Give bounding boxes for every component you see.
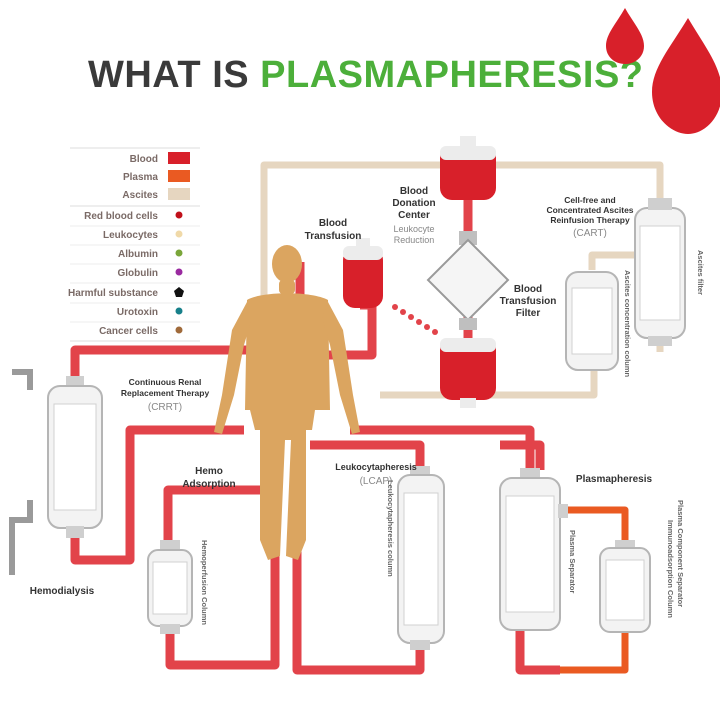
collection-bag <box>440 338 496 408</box>
ascites-concentration-column-label: Ascites concentration column <box>623 270 632 378</box>
legend-rbc-dot <box>175 211 183 219</box>
legend-harmful-label: Harmful substance <box>68 288 158 299</box>
hemo-adsorption-label: Hemo Adsorption <box>182 466 235 490</box>
legend-globulin-dot <box>175 268 183 276</box>
plasma-separator-label: Plasma Separator <box>568 530 577 593</box>
legend-leukocytes-label: Leukocytes <box>103 230 158 241</box>
svg-text:Blood: Blood <box>514 284 542 295</box>
ascites-filter-label: Ascites filter <box>696 250 705 295</box>
legend-albumin-label: Albumin <box>118 249 158 260</box>
blood-transfusion-bag <box>343 238 383 308</box>
title-part-1: WHAT IS <box>88 54 261 96</box>
crrt-column <box>47 376 103 538</box>
legend-cancer-label: Cancer cells <box>99 326 158 337</box>
plasma-separator-column <box>499 468 568 631</box>
legend-globulin-label: Globulin <box>117 268 158 279</box>
svg-text:Transfusion: Transfusion <box>500 296 557 307</box>
legend-albumin-dot <box>175 249 183 257</box>
legend-urotoxin-dot <box>175 307 183 315</box>
plasma-component-separator-label: Plasma Component Separator <box>676 500 685 607</box>
legend-ascites-swatch <box>168 188 190 200</box>
title-part-2: PLASMAPHERESIS? <box>260 54 644 96</box>
svg-text:Donation: Donation <box>392 198 435 209</box>
svg-text:Reinfusion Therapy: Reinfusion Therapy <box>550 215 630 225</box>
legend-plasma-swatch <box>168 170 190 182</box>
blood-donation-center-label: Blood Donation Center <box>392 186 435 221</box>
legend-blood-swatch <box>168 152 190 164</box>
leukocyte-reduction-label: Leukocyte Reduction <box>393 224 434 245</box>
cart-label: Cell-free and Concentrated Ascites Reinf… <box>546 195 633 239</box>
blood-drops-icon <box>606 8 720 134</box>
legend-blood-label: Blood <box>130 154 158 165</box>
legend-plasma-label: Plasma <box>123 172 158 183</box>
svg-text:Reduction: Reduction <box>394 235 435 245</box>
svg-text:(CART): (CART) <box>573 228 607 239</box>
plasmapheresis-label: Plasmapheresis <box>576 474 653 485</box>
legend-rbc-label: Red blood cells <box>84 211 158 222</box>
legend-urotoxin-label: Urotoxin <box>117 307 158 318</box>
immunoadsorption-column <box>599 540 651 633</box>
svg-text:Blood: Blood <box>400 186 428 197</box>
svg-text:Leukocytapheresis: Leukocytapheresis <box>335 462 417 472</box>
lcap-label: Leukocytapheresis (LCAP) <box>335 462 417 487</box>
svg-text:(CRRT): (CRRT) <box>148 402 182 413</box>
hemoperfusion-column <box>147 540 193 634</box>
blood-transfusion-label: Blood Transfusion <box>305 218 362 242</box>
legend-leukocytes-dot <box>175 230 183 238</box>
ascites-filter-column <box>634 198 686 346</box>
hemodialysis-label: Hemodialysis <box>30 586 95 597</box>
legend: Blood Plasma Ascites Red blood cells Leu… <box>68 147 200 342</box>
human-body-icon <box>214 245 360 560</box>
svg-text:Transfusion: Transfusion <box>305 231 362 242</box>
hemoperfusion-column-label: Hemoperfusion Column <box>200 540 209 625</box>
dotted-connector <box>392 304 438 335</box>
svg-text:Concentrated Ascites: Concentrated Ascites <box>546 205 633 215</box>
svg-text:Continuous Renal: Continuous Renal <box>129 377 202 387</box>
legend-ascites-label: Ascites <box>122 190 158 201</box>
svg-text:Filter: Filter <box>516 308 541 319</box>
plasma-circuit <box>560 506 629 674</box>
legend-harmful-pentagon-icon <box>174 287 184 297</box>
blood-transfusion-filter-icon <box>426 231 510 330</box>
svg-text:Adsorption: Adsorption <box>182 479 235 490</box>
svg-text:Blood: Blood <box>319 218 347 229</box>
immunoadsorption-column-label: Immunoadsorption Column <box>666 520 675 618</box>
ascites-concentration-column <box>565 271 619 371</box>
legend-cancer-dot <box>175 326 183 334</box>
donation-center-bag <box>440 136 496 200</box>
svg-text:Replacement Therapy: Replacement Therapy <box>121 388 210 398</box>
svg-text:Center: Center <box>398 210 430 221</box>
svg-text:Hemo: Hemo <box>195 466 223 477</box>
leukocytapheresis-column <box>397 466 445 650</box>
page-title: WHAT IS PLASMAPHERESIS? <box>0 54 720 97</box>
crrt-label: Continuous Renal Replacement Therapy (CR… <box>121 377 210 413</box>
svg-text:(LCAP): (LCAP) <box>360 476 393 487</box>
blood-transfusion-filter-label: Blood Transfusion Filter <box>500 284 557 319</box>
leukocytapheresis-column-label: Leukocytapheresis column <box>386 480 395 577</box>
hemodialysis-lines <box>9 369 33 575</box>
svg-text:Leukocyte: Leukocyte <box>393 224 434 234</box>
svg-text:Cell-free and: Cell-free and <box>564 195 616 205</box>
